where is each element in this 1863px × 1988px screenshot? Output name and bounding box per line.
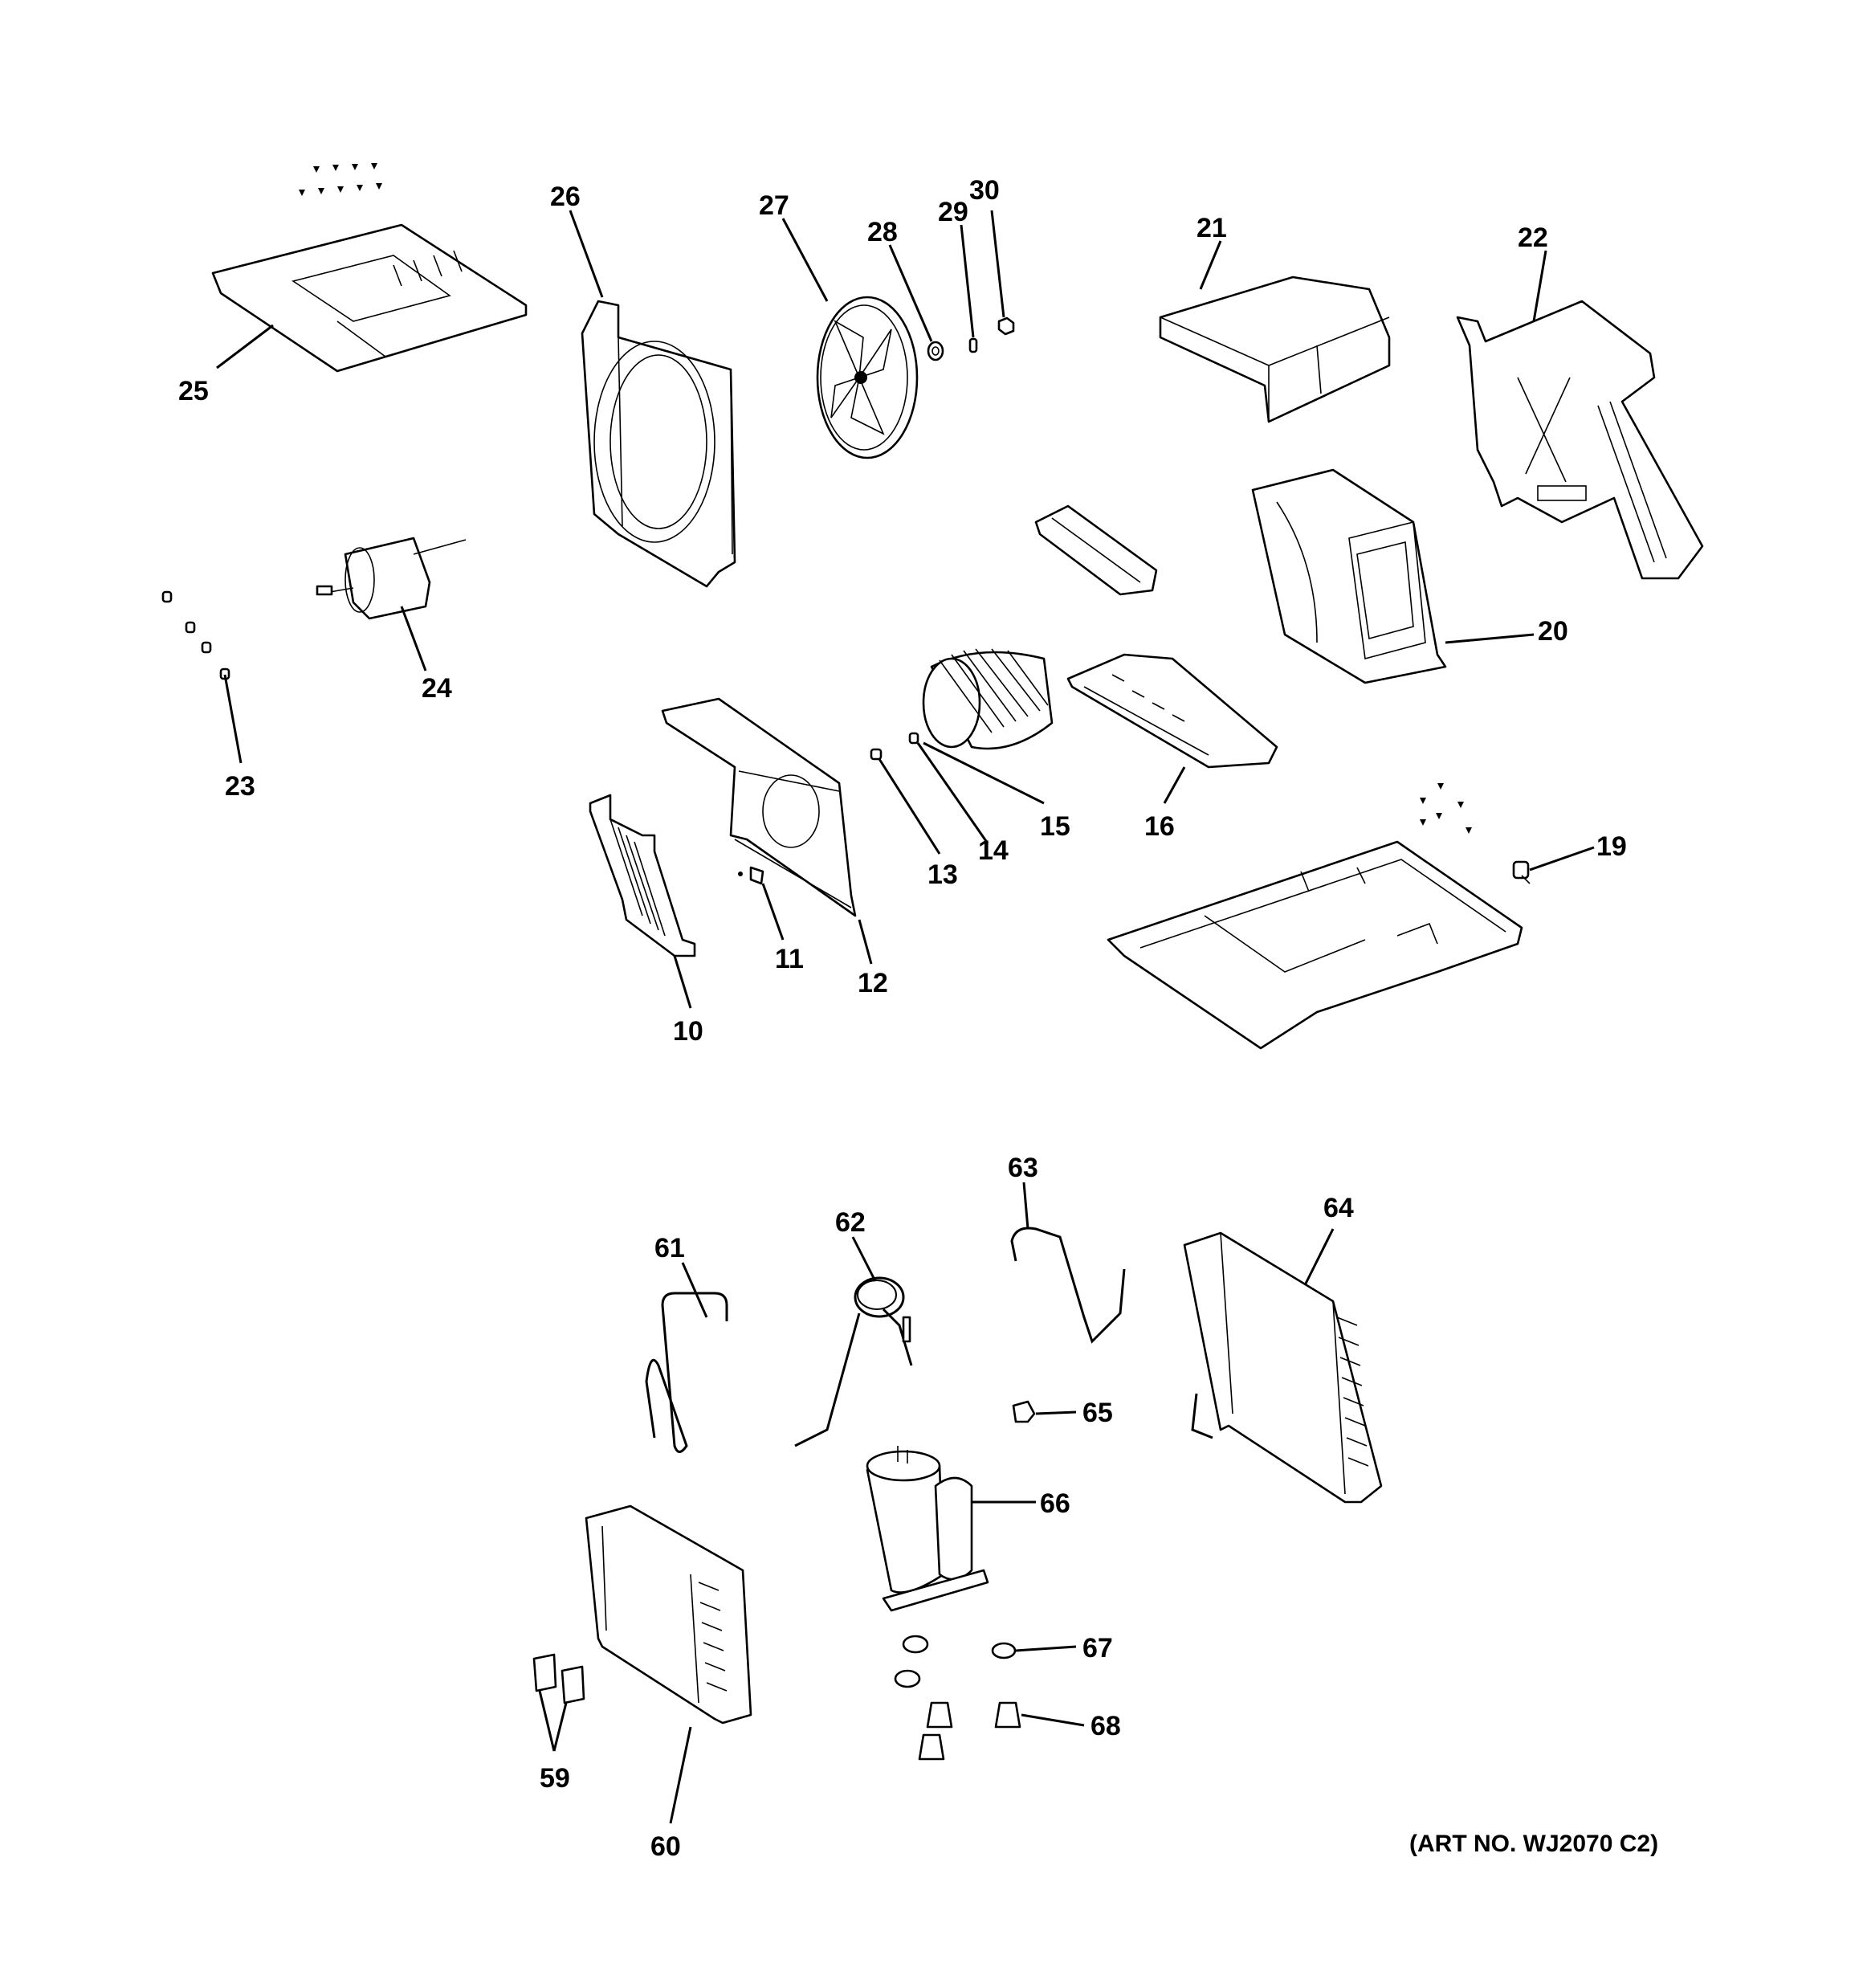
part-63-tube	[1010, 1227, 1126, 1344]
part-67-grommets	[894, 1635, 1017, 1688]
part-11-clip	[738, 866, 764, 885]
callout-14: 14	[978, 835, 1009, 866]
callout-20: 20	[1538, 616, 1568, 647]
part-28-washer	[927, 341, 944, 361]
part-16-tray	[1066, 653, 1278, 769]
callout-66: 66	[1040, 1488, 1070, 1519]
part-20-blower-housing	[1251, 468, 1447, 684]
part-61-tube	[645, 1292, 728, 1453]
part-68-mounts	[918, 1701, 1021, 1761]
part-60-condenser	[585, 1504, 752, 1725]
callout-29: 29	[938, 197, 968, 227]
callout-63: 63	[1008, 1153, 1038, 1183]
part-65-overload	[1012, 1400, 1036, 1423]
part-baffle-strip	[1034, 504, 1158, 596]
part-24-fan-motor	[316, 537, 467, 620]
callout-64: 64	[1323, 1193, 1354, 1223]
part-13-nut	[870, 748, 883, 761]
part-25-top-cover	[211, 163, 528, 373]
callout-65: 65	[1082, 1398, 1113, 1428]
part-26-fan-shroud	[581, 300, 736, 588]
part-64-evaporator	[1183, 1231, 1383, 1504]
part-12-bulkhead	[661, 697, 857, 917]
callout-16: 16	[1144, 811, 1175, 842]
callout-28: 28	[867, 217, 898, 247]
part-66-compressor	[866, 1446, 989, 1612]
part-19-thermostat	[1512, 860, 1531, 884]
callout-27: 27	[759, 190, 789, 221]
art-number: (ART NO. WJ2070 C2)	[1409, 1831, 1658, 1857]
part-62-capillary	[794, 1276, 913, 1447]
callout-60: 60	[650, 1831, 681, 1862]
callout-21: 21	[1196, 213, 1227, 243]
base-pan	[1107, 783, 1523, 1050]
callout-19: 19	[1596, 831, 1627, 862]
callout-67: 67	[1082, 1633, 1113, 1663]
part-30-nut	[997, 316, 1015, 336]
part-21-scroll-cover	[1159, 276, 1391, 423]
part-59-clips	[532, 1653, 585, 1704]
callout-61: 61	[654, 1233, 685, 1263]
part-23-nuts	[161, 590, 230, 680]
part-27-fan-blade	[816, 296, 919, 459]
callout-10: 10	[673, 1016, 703, 1047]
part-10-grille	[589, 794, 696, 957]
part-14-setscrew	[908, 732, 919, 745]
part-29-clip	[968, 337, 978, 353]
callout-59: 59	[540, 1763, 570, 1794]
callout-13: 13	[927, 859, 958, 890]
callout-12: 12	[858, 968, 888, 998]
callout-26: 26	[550, 182, 581, 212]
leader-lines	[216, 210, 1595, 1824]
callout-22: 22	[1518, 222, 1548, 253]
callout-24: 24	[422, 673, 452, 704]
callout-11: 11	[775, 944, 804, 974]
callout-30: 30	[969, 175, 1000, 206]
part-22-bracket-panel	[1456, 300, 1704, 580]
callout-labels: 25 26 27 28 29 30 21 22 20 24 23 15 14 1…	[178, 175, 1658, 1862]
callout-62: 62	[835, 1207, 866, 1238]
screws-cluster	[299, 163, 382, 196]
callout-68: 68	[1090, 1711, 1121, 1741]
callout-15: 15	[1040, 811, 1070, 842]
callout-23: 23	[225, 771, 255, 802]
part-15-blower-wheel	[922, 648, 1054, 750]
callout-25: 25	[178, 376, 209, 406]
